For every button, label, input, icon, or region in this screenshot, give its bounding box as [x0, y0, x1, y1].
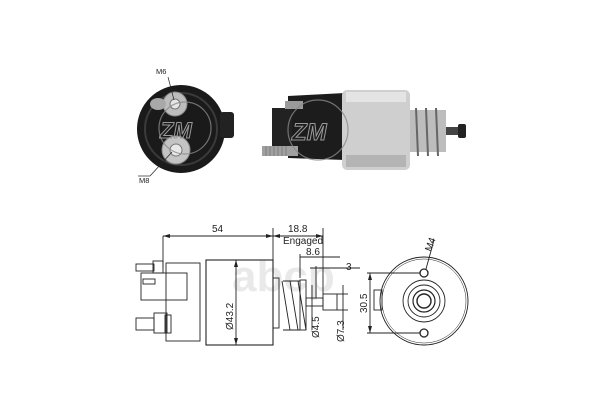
engaged-label: Engaged: [283, 236, 323, 247]
photo-side-view: ZM: [262, 90, 466, 170]
dim-hole-spacing-30-5: 30.5: [359, 293, 370, 313]
dim-diameter-43-2: Ø43.2: [225, 302, 236, 330]
dim-engaged-18-8: 18.8: [288, 224, 308, 235]
m6-label: M6: [156, 67, 166, 76]
zm-logo: ZM: [159, 118, 192, 143]
photo-end-view: ZM M6 M8: [137, 67, 234, 185]
dimension-arrows: [163, 234, 323, 345]
dim-diameter-4-5: Ø4.5: [311, 316, 322, 338]
dim-3: 3: [346, 262, 352, 273]
dim-diameter-7-3: Ø7.3: [336, 320, 347, 342]
drawing-side-view: [135, 228, 360, 346]
drawing-end-view: [367, 239, 469, 346]
svg-text:ZM: ZM: [291, 119, 328, 146]
dim-m4: M4: [423, 236, 438, 253]
watermark: abcp: [232, 252, 335, 301]
dim-8-6: 8.6: [306, 247, 320, 258]
m8-label: M8: [139, 176, 149, 185]
dim-length-54: 54: [212, 224, 224, 235]
